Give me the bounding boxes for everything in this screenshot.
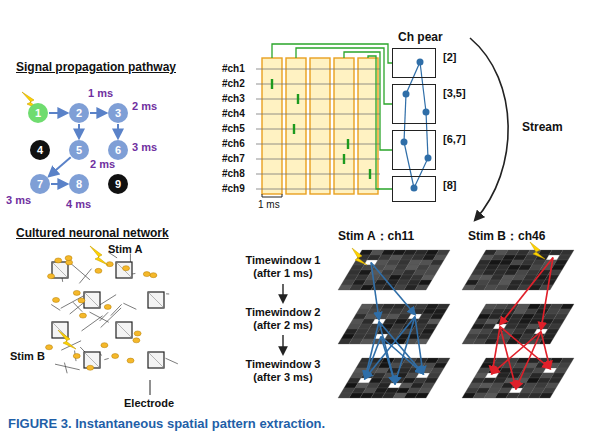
stream-arrow <box>470 38 508 220</box>
signal-arrow <box>49 112 67 114</box>
node-number: 4 <box>37 144 43 156</box>
stim-bolt <box>58 330 76 349</box>
arrival-time: 2 ms <box>132 100 157 112</box>
figure-label: 1 ms <box>258 199 280 210</box>
figure-label: #ch9 <box>222 183 245 194</box>
figure-label: Stream <box>522 120 563 134</box>
pair-label: [3,5] <box>443 87 466 99</box>
neuron-node: 7 <box>30 174 50 194</box>
figure-label: #ch8 <box>222 168 245 179</box>
raster-plot <box>256 58 380 194</box>
node-number: 9 <box>115 178 121 190</box>
node-number: 7 <box>37 178 43 190</box>
signal-arrow <box>117 124 119 138</box>
figure-label: #ch5 <box>222 123 245 134</box>
signal-arrow <box>51 183 67 185</box>
figure-label: Stim B：ch46 <box>468 228 545 245</box>
pair-label: [8] <box>443 179 456 191</box>
leader-lines <box>272 44 392 189</box>
time-window: Timewindow 3 (after 3 ms) <box>236 358 330 384</box>
neuron-node: 8 <box>69 174 89 194</box>
channel-pair-box: [8] <box>392 176 436 202</box>
signal-arrow <box>90 112 106 114</box>
figure-label: Ch pear <box>398 30 443 44</box>
step-arrow <box>282 335 283 354</box>
time-window: Timewindow 2 (after 2 ms) <box>236 306 330 332</box>
time-window: Timewindow 1 (after 1 ms) <box>236 254 330 280</box>
arrival-time: 1 ms <box>88 87 113 99</box>
neuron-node: 2 <box>69 103 89 123</box>
figure-label: #ch3 <box>222 93 245 104</box>
node-number: 2 <box>76 107 82 119</box>
arrival-time: 3 ms <box>132 141 157 153</box>
pair-dots <box>401 59 432 192</box>
figure-label: #ch1 <box>222 63 245 74</box>
figure-label: #ch6 <box>222 138 245 149</box>
neuron-node: 6 <box>108 140 128 160</box>
node-number: 5 <box>76 144 82 156</box>
figure-label: #ch7 <box>222 153 245 164</box>
figure-label: Electrode <box>124 397 174 409</box>
figure-label: #ch4 <box>222 108 245 119</box>
figure-label: #ch2 <box>222 78 245 89</box>
node-number: 6 <box>115 144 121 156</box>
channel-pair-box: [6,7] <box>392 130 436 170</box>
neuron-culture <box>46 252 178 373</box>
pair-label: [6,7] <box>443 133 466 145</box>
pair-label: [2] <box>443 51 456 63</box>
channel-pair-box: [2] <box>392 48 436 78</box>
figure-label: Stim A <box>108 243 142 255</box>
node-number: 3 <box>115 107 121 119</box>
arrival-time: 2 ms <box>90 158 115 170</box>
stim-bolt <box>90 246 108 265</box>
channel-pair-box: [3,5] <box>392 84 436 124</box>
neuron-node: 5 <box>69 140 89 160</box>
figure-label: Signal propagation pathway <box>16 60 176 74</box>
node-number: 8 <box>76 178 82 190</box>
neuron-node: 3 <box>108 103 128 123</box>
arrival-time: 3 ms <box>6 194 31 206</box>
neuron-node: 4 <box>30 140 50 160</box>
neuron-node: 9 <box>108 174 128 194</box>
node-number: 1 <box>35 107 41 119</box>
figure-caption: FIGURE 3. Instantaneous spatial pattern … <box>8 416 325 431</box>
time-bracket <box>262 194 282 197</box>
arrival-time: 4 ms <box>66 198 91 210</box>
figure-label: Stim B <box>10 350 45 362</box>
spatial-patterns <box>338 242 574 398</box>
signal-arrow <box>78 124 80 138</box>
step-arrow <box>282 284 283 302</box>
figure-label: Stim A：ch11 <box>338 228 414 245</box>
signal-arrow <box>49 157 71 176</box>
neuron-node: 1 <box>28 103 48 123</box>
figure-label: Cultured neuronal network <box>16 226 169 240</box>
leader-line <box>150 380 151 395</box>
